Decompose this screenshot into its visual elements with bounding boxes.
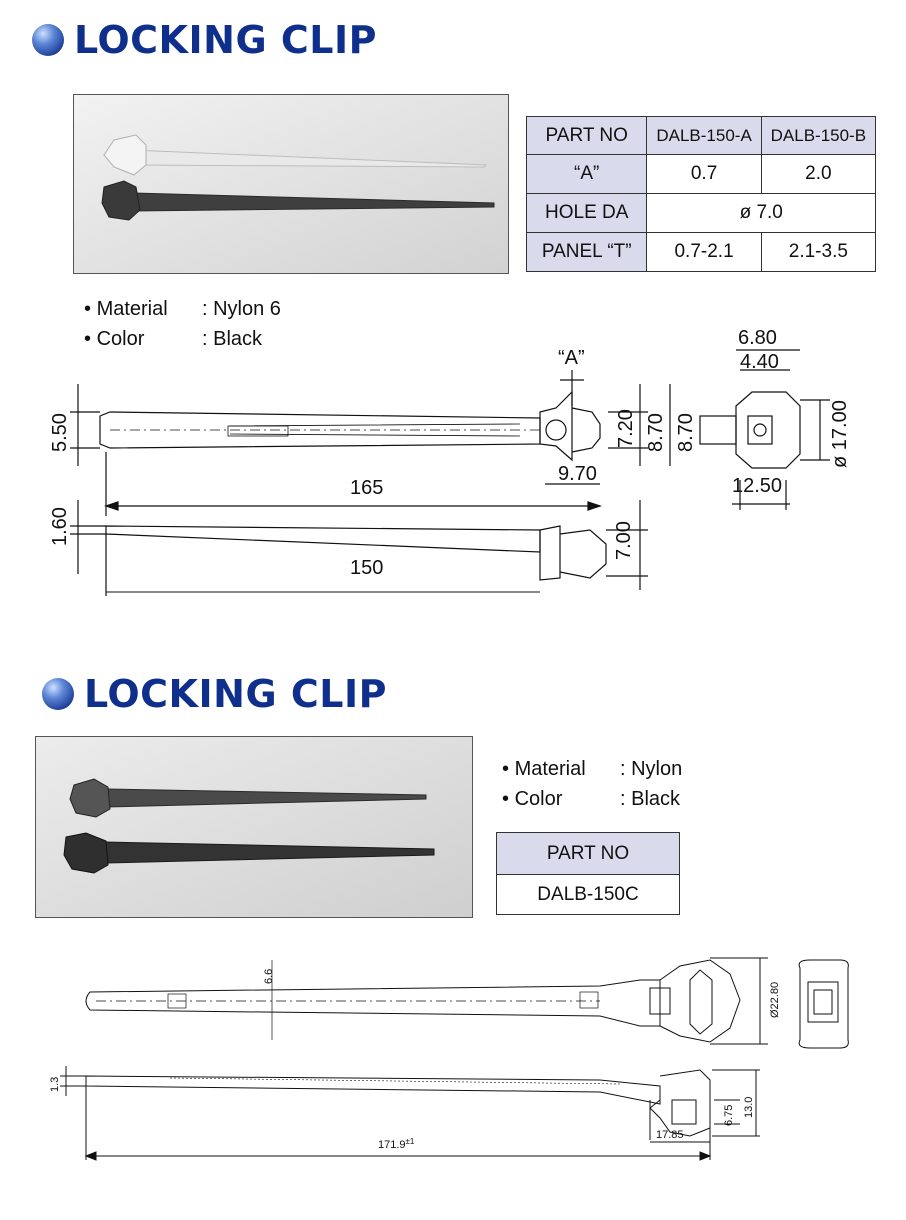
- dim-165: 165: [350, 477, 383, 499]
- cell-dalb-150c: DALB-150C: [496, 874, 680, 915]
- dim-22-80: Ø22.80: [769, 982, 781, 1018]
- product-photo-1: [73, 94, 509, 274]
- part-spec-table-1: PART NO DALB-150-A DALB-150-B “A” 0.7 2.…: [525, 116, 877, 272]
- technical-drawing-2: 6.6 Ø22.80 171.9±1 17.85 1.3 6: [0, 940, 906, 1180]
- technical-drawing-1: “A” 5.50 165 9.70 7.20 8.70 8.70 6.80 4.…: [0, 320, 906, 620]
- col-header-part-no: PART NO: [525, 116, 648, 155]
- spec-material-2: • Material : Nylon: [502, 758, 683, 780]
- dim-9-70: 9.70: [558, 463, 597, 485]
- dim-8-70-a: 8.70: [645, 413, 667, 452]
- cell-a-150b: 2.0: [760, 154, 877, 194]
- dim-13-0: 13.0: [743, 1097, 755, 1118]
- section2-title: LOCKING CLIP: [42, 672, 387, 716]
- dim-150: 150: [350, 557, 383, 579]
- spec-material-1: • Material : Nylon 6: [84, 298, 281, 320]
- dim-5-50: 5.50: [49, 413, 71, 452]
- col-header-dalb-150-b: DALB-150-B: [760, 116, 877, 155]
- cell-a-150a: 0.7: [646, 154, 762, 194]
- bullet-ball-icon: [32, 24, 64, 56]
- cell-hole-da: ø 7.0: [646, 193, 876, 233]
- spec-list-2: • Material : Nylon • Color : Black: [502, 754, 682, 814]
- dim-8-70-b: 8.70: [675, 413, 697, 452]
- cell-panel-150a: 0.7-2.1: [646, 232, 762, 272]
- row-label-hole-da: HOLE DA: [525, 193, 648, 233]
- spec-color-2: • Color : Black: [502, 788, 681, 810]
- dim-1-60: 1.60: [49, 507, 71, 546]
- cable-ties-photo-1: [74, 95, 508, 273]
- row-label-panel-t: PANEL “T”: [525, 232, 648, 272]
- dim-6-6: 6.6: [263, 969, 275, 984]
- dim-7-00: 7.00: [613, 521, 635, 560]
- section1-title: LOCKING CLIP: [32, 18, 377, 62]
- dim-6-75: 6.75: [723, 1105, 735, 1126]
- dim-1-3: 1.3: [49, 1077, 61, 1092]
- dim-7-20: 7.20: [615, 409, 637, 448]
- spec-list-1: • Material : Nylon 6 • Color : Black: [84, 294, 281, 354]
- dim-17-00: ø 17.00: [829, 400, 851, 468]
- cell-panel-150b: 2.1-3.5: [760, 232, 877, 272]
- spec-color-1: • Color : Black: [84, 328, 263, 350]
- dim-6-80: 6.80: [738, 327, 777, 349]
- col-header-part-no-2: PART NO: [496, 832, 680, 875]
- bullet-ball-icon: [42, 678, 74, 710]
- row-label-a: “A”: [525, 154, 648, 194]
- product-photo-2: [35, 736, 473, 918]
- dim-17-85: 17.85: [656, 1129, 684, 1141]
- part-spec-table-2: PART NO DALB-150C: [496, 832, 680, 915]
- dim-4-40: 4.40: [740, 351, 779, 373]
- col-header-dalb-150-a: DALB-150-A: [646, 116, 762, 155]
- cable-ties-photo-2: [36, 737, 472, 917]
- dim-171-9: 171.9±1: [378, 1137, 415, 1151]
- dim-a-label: “A”: [558, 347, 585, 369]
- dim-12-50: 12.50: [732, 475, 782, 497]
